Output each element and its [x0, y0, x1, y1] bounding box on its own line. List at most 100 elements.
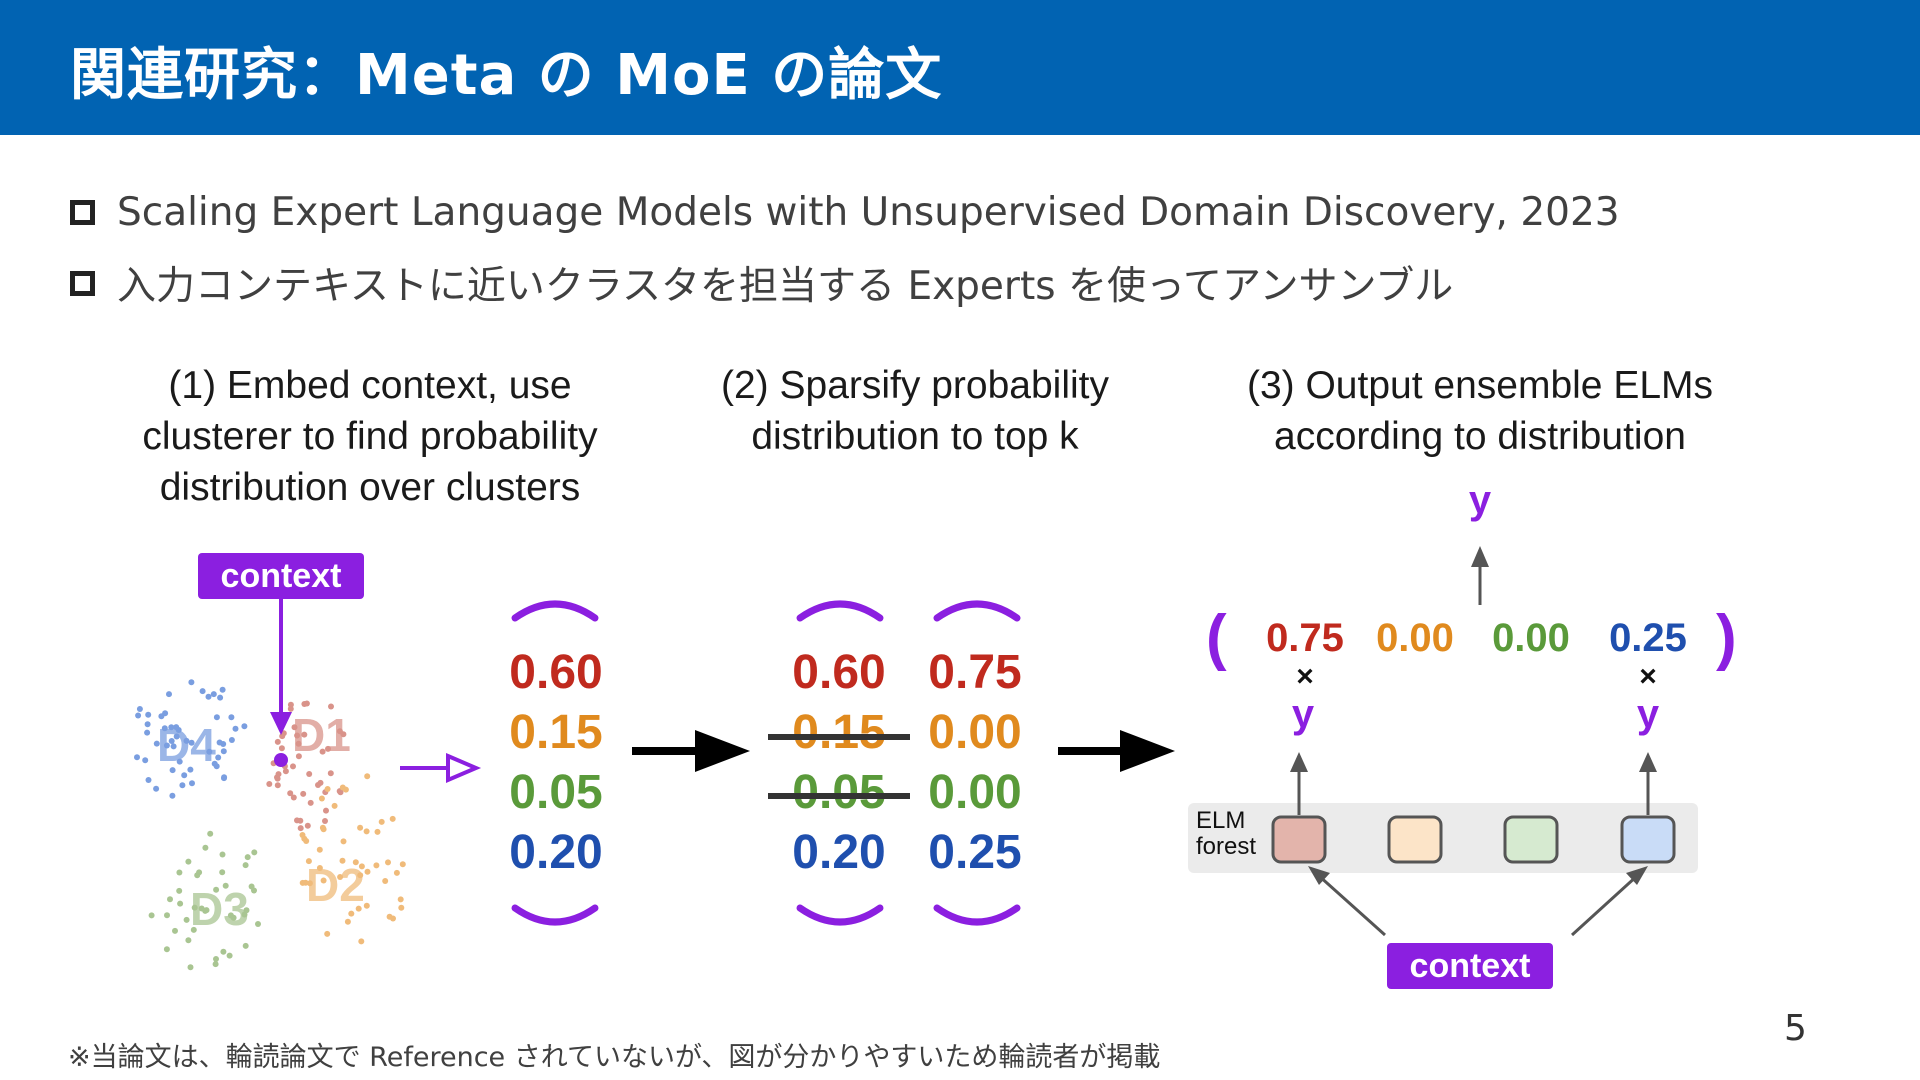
scatter-point — [196, 869, 203, 876]
probability-value: 0.15 — [509, 706, 603, 759]
scatter-point — [175, 727, 182, 733]
scatter-point — [222, 882, 229, 889]
scatter-point — [295, 740, 302, 747]
cluster-label-d1: D1 — [292, 709, 351, 761]
scatter-point — [176, 758, 183, 765]
scatter-point — [274, 738, 281, 745]
context-to-expert1-arrow — [1316, 873, 1387, 937]
scatter-point — [215, 754, 222, 761]
scatter-point — [325, 745, 331, 752]
scatter-point — [179, 782, 186, 789]
scatter-point — [328, 703, 334, 710]
scatter-point — [300, 790, 307, 797]
bullet-text: Scaling Expert Language Models with Unsu… — [117, 189, 1620, 235]
step2-struck-value: 0.05 — [792, 766, 886, 819]
scatter-point — [148, 912, 155, 919]
scatter-point — [364, 773, 371, 780]
scatter-point — [364, 868, 371, 875]
page-number: 5 — [1784, 1008, 1807, 1049]
square-bullet-icon — [70, 199, 95, 225]
scatter-point — [219, 686, 226, 693]
scatter-point — [348, 910, 355, 917]
scatter-point — [213, 886, 220, 893]
footnote: ※当論文は、輪読論文で Reference されていないが、図が分かりやすいため… — [68, 1042, 1161, 1073]
scatter-point — [162, 710, 169, 717]
final-output-y: y — [1468, 478, 1492, 522]
sparsified-value: 0.00 — [928, 706, 1022, 759]
output-weight: 0.00 — [1376, 616, 1454, 660]
scatter-point — [217, 694, 224, 701]
elm-forest-label: ELM forest — [1196, 807, 1257, 860]
embed-arrow-head — [446, 752, 482, 784]
scatter-point — [274, 782, 281, 789]
scatter-point — [324, 930, 331, 937]
scatter-point — [319, 748, 326, 755]
scatter-point — [173, 733, 180, 740]
scatter-point — [176, 869, 183, 876]
step3-title: (3) Output ensemble ELMs according to di… — [1246, 364, 1714, 458]
bracket-top-1 — [511, 600, 599, 622]
page-title: 関連研究：Meta の MoE の論文 — [70, 43, 943, 108]
scatter-point — [278, 745, 285, 752]
scatter-point — [323, 807, 329, 814]
scatter-point — [145, 711, 152, 718]
probability-value: 0.60 — [509, 646, 603, 699]
scatter-point — [169, 792, 176, 799]
scatter-point — [301, 701, 308, 707]
scatter-point — [243, 907, 250, 914]
multiply-symbol: × — [1639, 660, 1657, 693]
square-bullet-icon — [70, 270, 95, 296]
scatter-point — [287, 790, 294, 797]
scatter-point — [167, 896, 173, 903]
scatter-point — [344, 918, 351, 925]
scatter-point — [135, 712, 142, 719]
scatter-point — [251, 849, 258, 856]
scatter-point — [205, 693, 212, 700]
scatter-point — [393, 869, 400, 876]
context-pointer-arrowhead — [270, 712, 292, 735]
bullet-item: 入力コンテキストに近いクラスタを担当する Experts を使ってアンサンブル — [70, 253, 1453, 313]
scatter-point — [170, 743, 177, 750]
scatter-point — [226, 952, 233, 959]
scatter-point — [382, 878, 389, 884]
scatter-point — [299, 879, 306, 886]
scatter-point — [198, 905, 205, 912]
scatter-point — [255, 921, 261, 927]
scatter-point — [363, 902, 370, 909]
scatter-point — [232, 725, 239, 732]
scatter-point — [213, 956, 219, 962]
scatter-point — [220, 748, 227, 755]
scatter-point — [248, 883, 255, 890]
scatter-point — [287, 701, 294, 708]
scatter-point — [355, 905, 362, 912]
scatter-point — [294, 732, 301, 739]
scatter-point — [316, 865, 323, 871]
title-bar: 関連研究：Meta の MoE の論文 — [0, 0, 1920, 135]
scatter-point — [306, 880, 313, 887]
scatter-point — [188, 739, 195, 746]
bullet-item: Scaling Expert Language Models with Unsu… — [70, 182, 1620, 242]
scatter-point — [207, 830, 214, 837]
scatter-point — [301, 731, 308, 738]
scatter-point — [168, 724, 175, 731]
scatter-point — [337, 789, 344, 796]
scatter-point — [242, 862, 249, 869]
scatter-point — [373, 862, 380, 869]
scatter-point — [342, 786, 349, 793]
scatter-point — [327, 770, 334, 777]
sparsified-value: 0.75 — [928, 646, 1022, 699]
scatter-point — [305, 858, 312, 865]
context-to-expert4-arrow — [1570, 873, 1640, 937]
scatter-point — [357, 824, 364, 831]
step2-struck-value: 0.15 — [792, 706, 886, 759]
bullet-text: 入力コンテキストに近いクラスタを担当する Experts を使ってアンサンブル — [117, 264, 1454, 309]
close-paren: ) — [1716, 603, 1737, 672]
sparsified-value: 0.25 — [928, 826, 1022, 879]
probability-value: 0.05 — [509, 766, 603, 819]
scatter-point — [340, 838, 347, 845]
scatter-point — [274, 775, 281, 782]
strike-line — [768, 734, 910, 740]
strike-line — [768, 793, 910, 799]
scatter-point — [297, 817, 304, 824]
